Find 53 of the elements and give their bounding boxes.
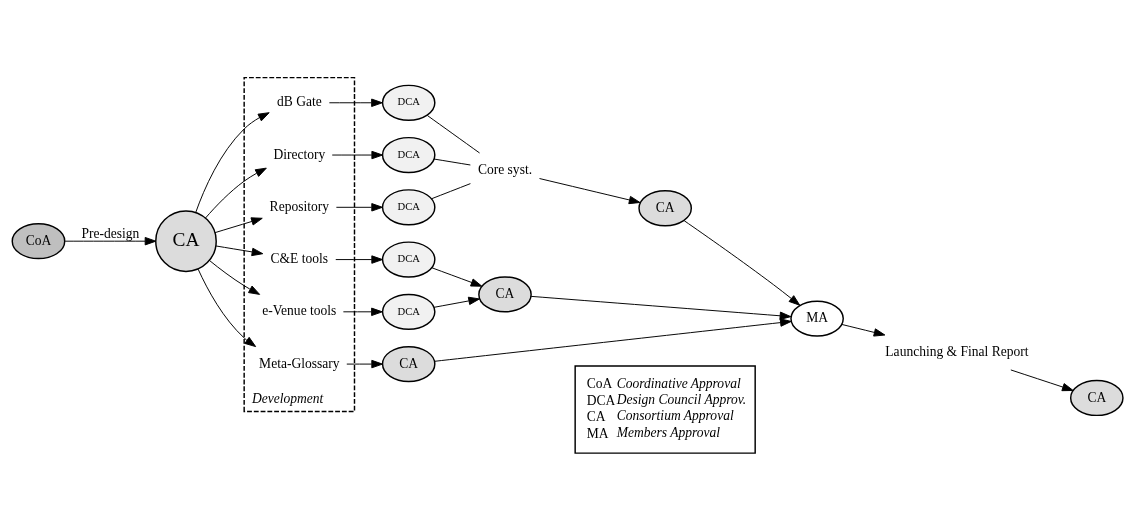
- node-ellipse: DCA: [381, 241, 436, 278]
- node-text: e-Venue tools: [262, 303, 337, 319]
- node-text: Meta-Glossary: [259, 355, 340, 371]
- arrow: [215, 245, 264, 257]
- label: DCA: [586, 392, 616, 408]
- node-text: dB Gate: [276, 94, 322, 110]
- arrow: [204, 167, 267, 219]
- arrow: [342, 307, 383, 317]
- arrow: [331, 150, 384, 160]
- arrow: [431, 267, 483, 287]
- node-ellipse: DCA: [381, 189, 436, 226]
- connector: [433, 158, 471, 166]
- node-ellipse: CA: [381, 345, 436, 383]
- connector: [426, 115, 481, 154]
- node-ellipse: CoA: [11, 223, 66, 260]
- label: CoA: [586, 376, 613, 392]
- node-circle: CA: [155, 210, 217, 273]
- label: Members Approval: [616, 424, 721, 440]
- arrow: [335, 203, 383, 212]
- connector: [431, 183, 471, 200]
- node-text: C&E tools: [270, 251, 329, 267]
- arrow: [683, 220, 801, 306]
- node-ellipse: CA: [478, 276, 532, 313]
- label: Coordinative Approval: [616, 375, 741, 391]
- arrow: [335, 255, 383, 264]
- arrow: [433, 296, 480, 308]
- node-ellipse: DCA: [381, 136, 436, 174]
- node-text: Repository: [269, 198, 330, 214]
- arrow: [64, 236, 157, 246]
- arrow: [1010, 369, 1074, 392]
- label: Design Council Approv.: [616, 391, 747, 407]
- node-text: Core syst.: [477, 162, 533, 178]
- arrow: [841, 323, 886, 337]
- arrow: [346, 359, 383, 369]
- node-ellipse: CA: [638, 190, 692, 227]
- label: MA: [586, 425, 609, 441]
- arrow: [208, 259, 261, 295]
- arrow: [197, 268, 257, 348]
- node-text: Launching & Final Report: [885, 344, 1029, 360]
- node-text: Directory: [273, 146, 326, 162]
- arrow: [214, 217, 263, 234]
- node-ellipse: DCA: [381, 293, 436, 330]
- arrow: [195, 112, 270, 214]
- label: Consortium Approval: [616, 408, 734, 424]
- edge-label: Pre-design: [81, 225, 140, 241]
- arrow: [530, 295, 792, 320]
- node-ellipse: MA: [790, 300, 844, 337]
- node-ellipse: DCA: [381, 84, 436, 121]
- arrow: [434, 318, 792, 362]
- node-ellipse: CA: [1069, 379, 1124, 417]
- label: CA: [586, 409, 606, 425]
- arrow: [328, 98, 383, 107]
- arrow: [539, 178, 641, 205]
